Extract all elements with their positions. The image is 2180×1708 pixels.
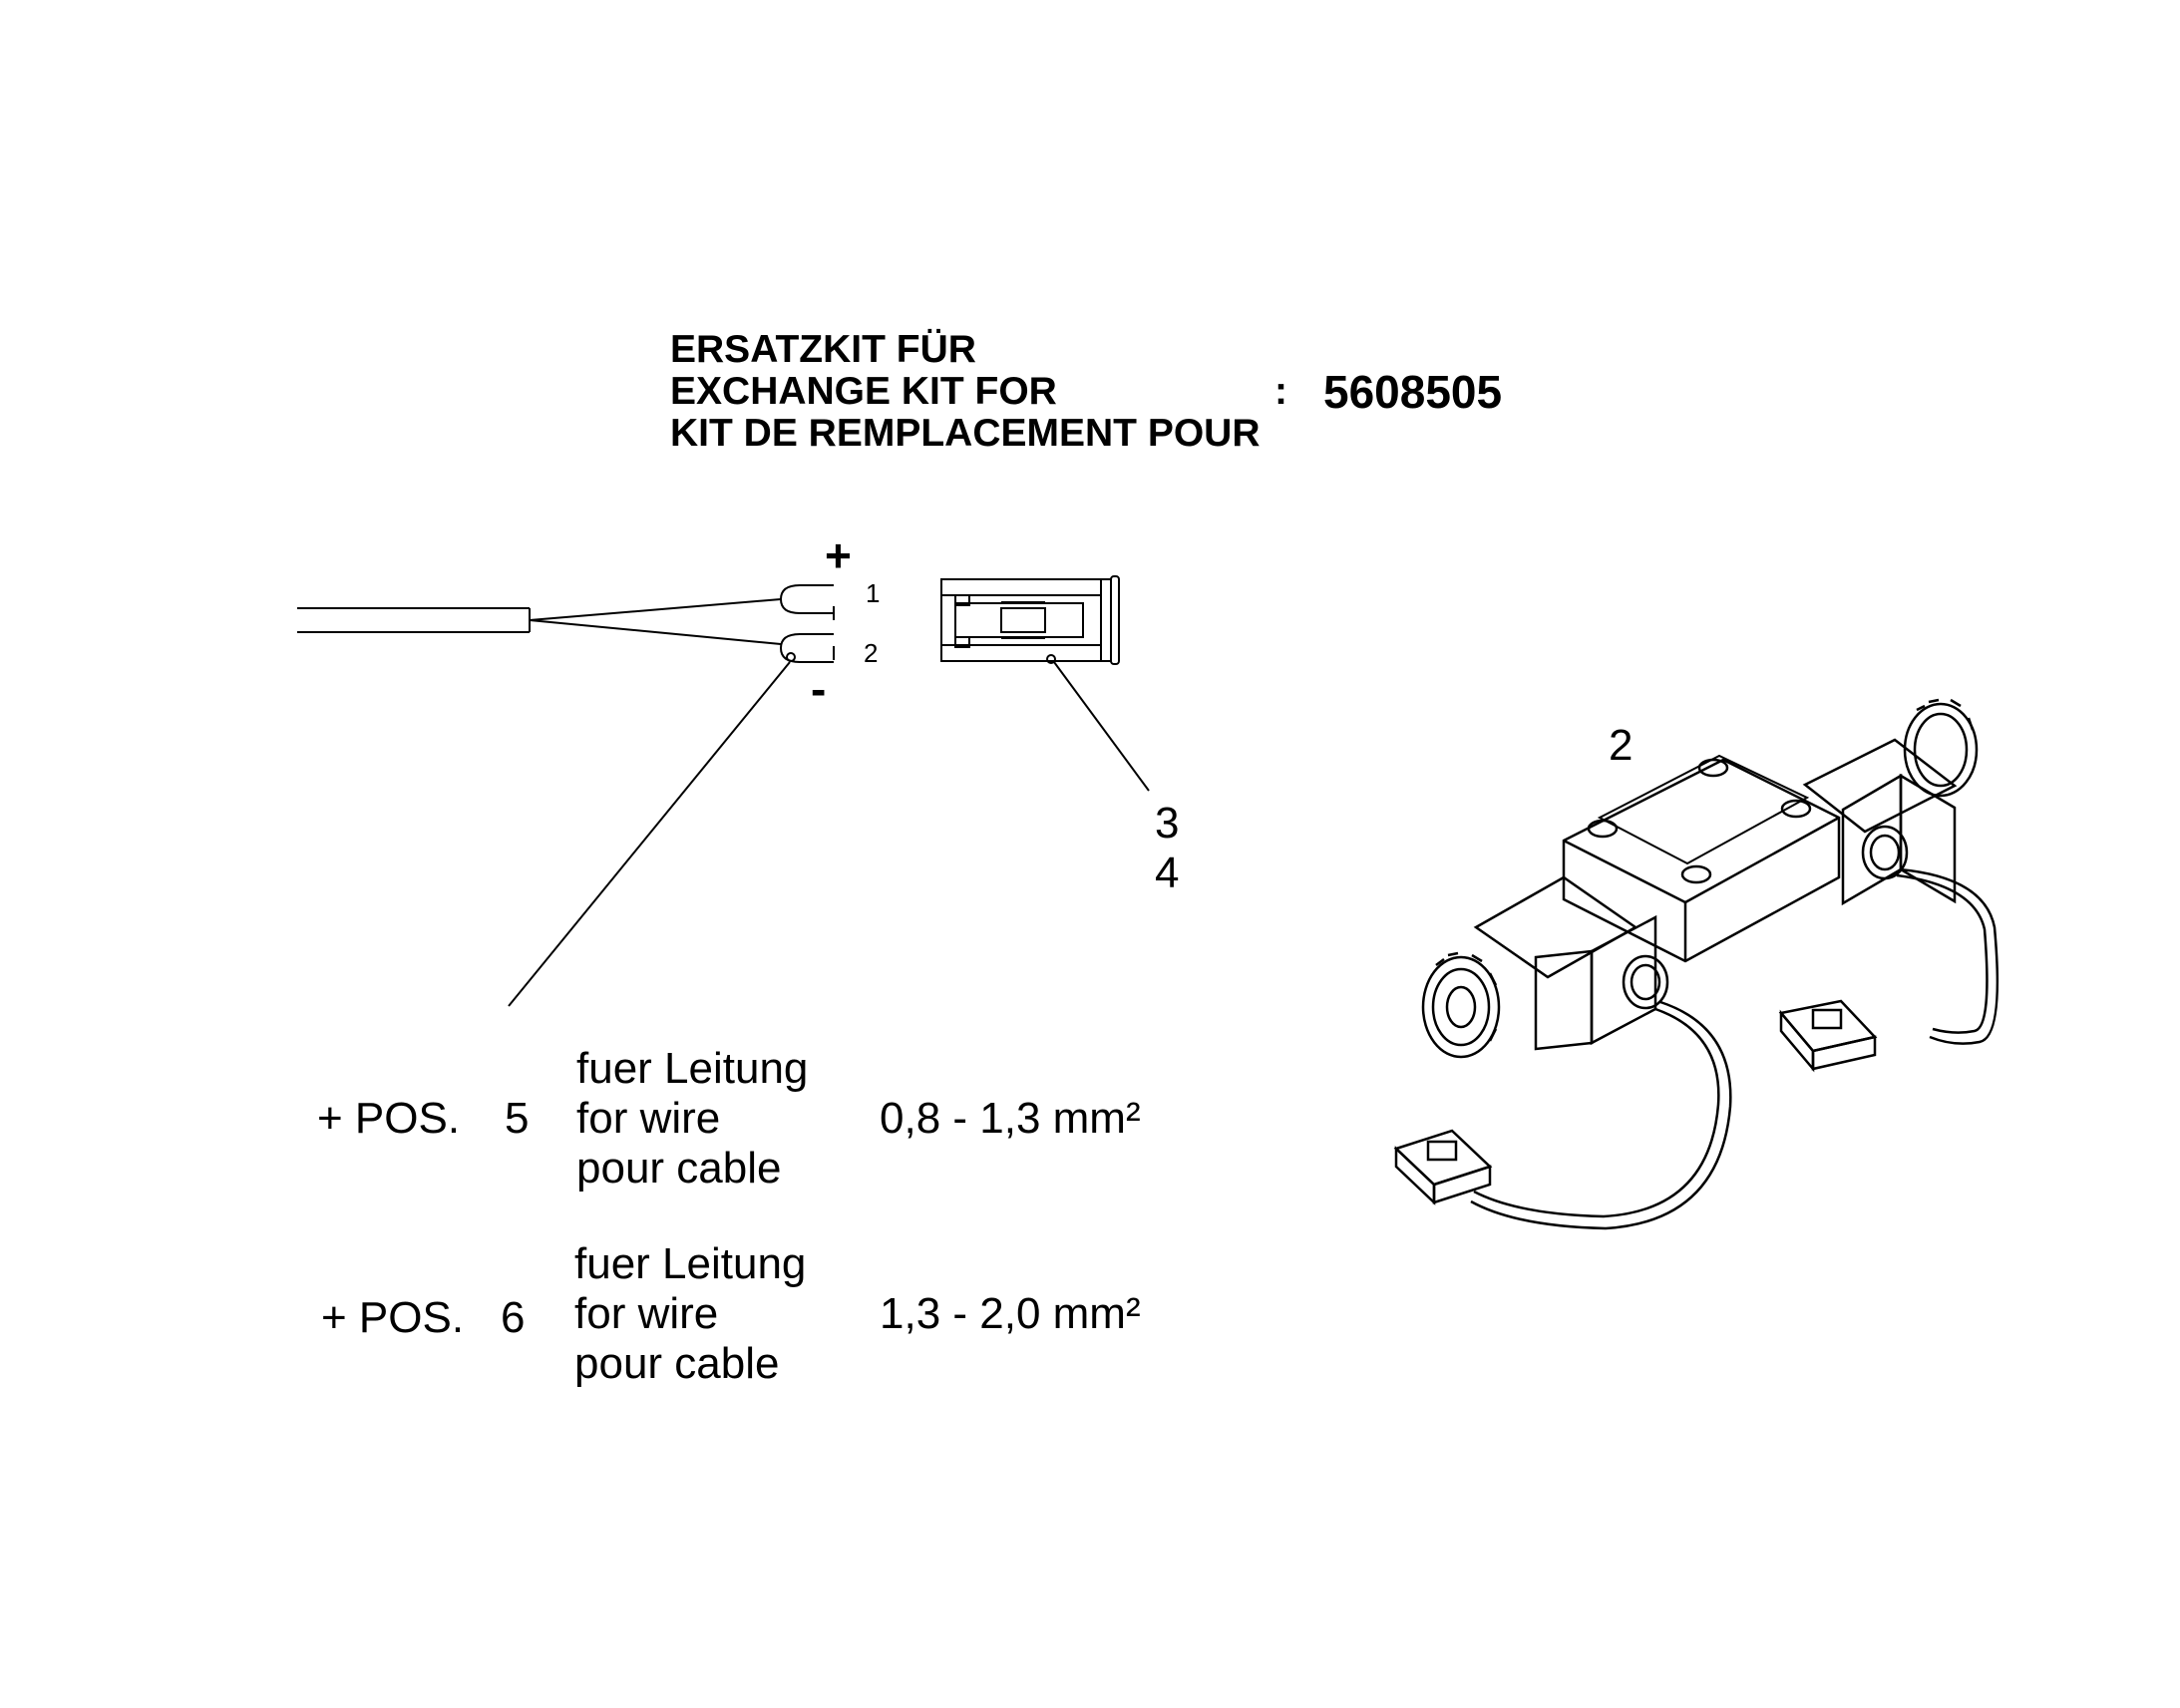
pos-desc-fr: pour cable (576, 1144, 782, 1193)
crimp-terminal-1 (779, 584, 835, 620)
pos-desc-fr: pour cable (574, 1339, 780, 1388)
pos-desc-en: for wire (574, 1289, 719, 1338)
directional-valve (1393, 698, 1999, 1230)
pos-prefix: + POS. (321, 1293, 465, 1342)
pos-number: 5 (505, 1094, 530, 1143)
pos-wire-range: 0,8 - 1,3 mm² (880, 1094, 1141, 1143)
leader-line-pos (508, 661, 791, 1007)
part-number: 5608505 (1323, 366, 1503, 418)
title-french: KIT DE REMPLACEMENT POUR (670, 412, 1261, 455)
title-separator: : (1274, 370, 1287, 413)
cable-sheath (297, 607, 531, 633)
pin-2-label: 2 (864, 638, 879, 668)
terminal-2-marker (786, 652, 796, 662)
plus-sign: + (825, 529, 852, 581)
pin-1-label: 1 (866, 578, 881, 608)
pos-wire-range: 1,3 - 2,0 mm² (880, 1289, 1141, 1338)
callout-2: 2 (1609, 721, 1634, 770)
pos-desc-de: fuer Leitung (576, 1044, 809, 1093)
pos-number: 6 (501, 1293, 526, 1342)
pos-desc-de: fuer Leitung (574, 1239, 807, 1288)
connector-housing (940, 575, 1120, 665)
callout-4: 4 (1155, 849, 1180, 897)
title-german: ERSATZKIT FÜR (670, 328, 976, 371)
minus-sign: - (811, 663, 827, 715)
crimp-terminal-2 (779, 633, 835, 663)
leader-line-3-4 (1053, 661, 1150, 792)
pos-prefix: + POS. (317, 1094, 461, 1143)
title-english: EXCHANGE KIT FOR (670, 370, 1057, 413)
pos-desc-en: for wire (576, 1094, 721, 1143)
callout-3: 3 (1155, 799, 1180, 848)
wire-conductors (529, 598, 782, 645)
